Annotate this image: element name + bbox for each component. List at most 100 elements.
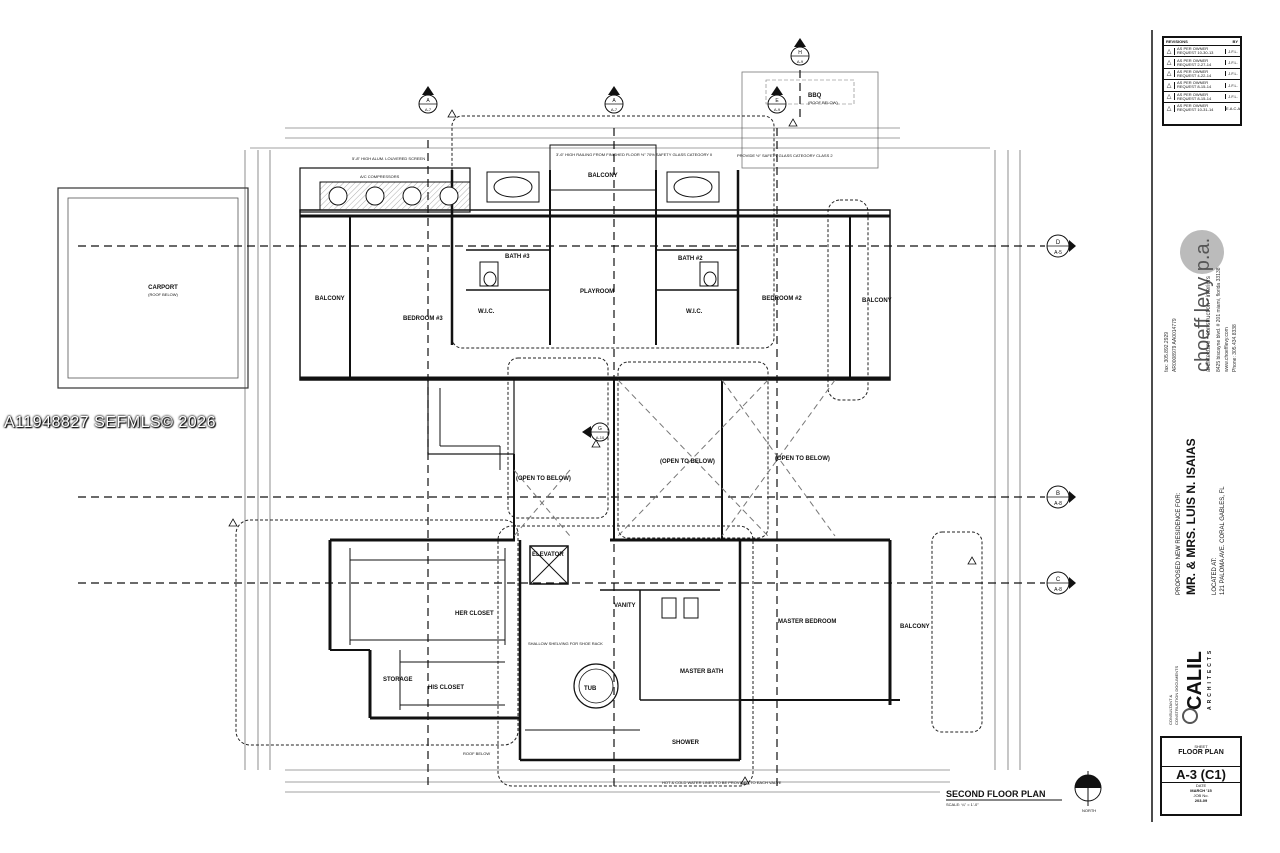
bedroom2-label: BEDROOM #2 — [762, 296, 802, 302]
section-mark-1: A A-7 — [418, 86, 438, 114]
revision-desc: AS PER OWNER REQUEST 8-15-14 — [1177, 80, 1212, 90]
revisions-table: REVISIONS BY △AS PER OWNER REQUEST 10-30… — [1162, 36, 1242, 126]
client-name: MR. & MRS. LUIS N. ISAIAS — [1184, 438, 1198, 595]
section-mark-1-sheet: A-7 — [425, 107, 432, 112]
balcony-w-label: BALCONY — [315, 296, 345, 302]
firm-fax: fax: 305.892.2929 — [1164, 331, 1170, 372]
carport: CARPORT (ROOF BELOW) — [57, 187, 249, 389]
railing-note: 3'-6" HIGH RAILING FROM FINISHED FLOOR ½… — [556, 152, 712, 157]
plan-title: SECOND FLOOR PLAN — [946, 789, 1046, 799]
her-closet-label: HER CLOSET — [455, 611, 494, 617]
section-mark-1-label: A — [426, 98, 430, 104]
revisions-header-label: REVISIONS — [1166, 39, 1188, 44]
consultant-block: CONSULTANT & CONSTRUCTION DOCUMENTS CALI… — [1162, 610, 1242, 730]
ac-compressors: A/C COMPRESSORS 5'-8" HIGH ALUM. LOUVERE… — [319, 156, 471, 211]
section-mark-3-label: E — [775, 98, 779, 104]
revision-desc: AS PER OWNER REQUEST 10-30-13 — [1177, 46, 1214, 56]
section-mark-5-label: G — [598, 426, 602, 432]
master-bath-label: MASTER BATH — [680, 669, 723, 675]
open-below-3: (OPEN TO BELOW) — [516, 476, 571, 482]
bbq-note: (ROOF BELOW) — [808, 100, 838, 105]
firm-phone: Phone: 305.434.8338 — [1232, 324, 1238, 372]
revision-by: E.A.C.A. — [1225, 105, 1242, 111]
revisions-by-header: BY — [1232, 39, 1238, 44]
revision-by: J.F.L. — [1225, 94, 1240, 100]
tubs-upper — [479, 171, 720, 287]
section-mark-5: G A-10 — [582, 422, 610, 442]
grid-bubble-b: B A-8 — [1046, 485, 1076, 509]
shallow-note: SHALLOW SHELVING FOR SHOE RACK — [528, 641, 603, 646]
master-tub — [573, 597, 699, 709]
project-block: PROPOSED NEW RESIDENCE FOR: MR. & MRS. L… — [1162, 390, 1242, 600]
revision-by: J.F.L. — [1225, 82, 1240, 88]
section-mark-2: A A-7 — [604, 86, 624, 114]
safety-glass-note: PROVIDE ½" SAFETY GLASS CATEGORY CLASS 2 — [737, 153, 833, 158]
firm-license: AR0008979 AA0014779 — [1172, 318, 1178, 372]
cold-water-note: HOT & COLD WATER LINES TO BE PROVIDED TO… — [662, 780, 782, 785]
shower-label: SHOWER — [672, 740, 700, 746]
section-mark-2-sheet: A-7 — [611, 107, 618, 112]
job-label: JOB No. — [1193, 793, 1209, 798]
grid-bubble-c-sheet: A-8 — [1054, 587, 1062, 593]
revision-desc: AS PER OWNER REQUEST 4-22-14 — [1177, 68, 1212, 78]
revisions-header: REVISIONS BY — [1164, 38, 1240, 46]
project-label: PROPOSED NEW RESIDENCE FOR: — [1176, 492, 1182, 595]
balcony-e-label: BALCONY — [862, 298, 892, 304]
grid-lines — [78, 70, 1045, 790]
section-mark-4-label: H — [798, 50, 802, 56]
ac-label: A/C COMPRESSORS — [360, 174, 400, 179]
consultant-logo-icon — [1182, 708, 1198, 724]
job-number: 203-09 — [1194, 798, 1208, 803]
grid-bubble-b-sheet: A-8 — [1054, 501, 1062, 507]
consultant-sub: ARCHITECTS — [1207, 647, 1213, 710]
playroom-label: PLAYROOM — [580, 289, 614, 295]
bbq-label: BBQ — [808, 93, 822, 99]
tub-label: TUB — [584, 686, 597, 692]
wic-left-label: W.I.C. — [478, 309, 495, 315]
revision-desc: AS PER OWNER REQUEST 10-31-14 — [1177, 103, 1214, 113]
open-below-1: (OPEN TO BELOW) — [660, 459, 715, 465]
balcony-top-label: BALCONY — [588, 173, 618, 179]
middle-core — [427, 377, 836, 540]
section-mark-3: E A-9 — [767, 86, 787, 114]
section-mark-4-sheet: A-9 — [797, 59, 804, 64]
delta-icon: △ — [1164, 47, 1175, 55]
listing-watermark: A11948827 SEFMLS© 2026 — [4, 414, 216, 431]
bath3-label: BATH #3 — [505, 254, 530, 260]
grid-bubble-d-sheet: A-5 — [1054, 250, 1062, 256]
sheet-label: SHEET — [1194, 744, 1208, 749]
delta-icon: △ — [1164, 81, 1175, 89]
section-mark-4: H A-9 — [790, 38, 810, 66]
date-label: DATE — [1195, 783, 1207, 788]
vanity-label: VANITY — [614, 603, 636, 609]
balcony-master-label: BALCONY — [900, 624, 930, 630]
firm-tagline: architecture • construction • interiors — [1206, 276, 1212, 372]
master-bedroom-label: MASTER BEDROOM — [778, 619, 836, 625]
grid-bubble-b-label: B — [1056, 491, 1060, 497]
bath2-label: BATH #2 — [678, 256, 703, 262]
section-mark-5-sheet: A-10 — [596, 435, 605, 440]
wic-right-label: W.I.C. — [686, 309, 703, 315]
delta-icon: △ — [1164, 104, 1175, 112]
revision-by: J.F.L. — [1225, 71, 1240, 77]
grid-bubble-d: D A-5 — [1046, 234, 1076, 258]
sheet-box: SHEET FLOOR PLAN A-3 (C1) DATE MARCH '15… — [1160, 736, 1242, 816]
firm-web: www.choefflevy.com — [1224, 327, 1230, 372]
delta-icon: △ — [1164, 93, 1175, 101]
revision-row: △AS PER OWNER REQUEST 10-31-14 E.A.C.A. — [1164, 103, 1242, 113]
sheet-number: A-3 (C1) — [1162, 766, 1240, 783]
revision-clouds — [235, 115, 983, 787]
revision-desc: AS PER OWNER REQUEST 2-27-14 — [1177, 57, 1212, 67]
roof-below-label: ROOF BELOW — [463, 751, 490, 756]
grid-bubble-c: C A-8 — [1046, 571, 1076, 595]
firm-logo-icon — [1180, 230, 1224, 274]
section-mark-3-sheet: A-9 — [774, 107, 781, 112]
carport-label: CARPORT — [148, 285, 178, 291]
lower-wing-walls — [328, 538, 900, 762]
louvered-note: 5'-8" HIGH ALUM. LOUVERED SCREEN — [352, 156, 425, 161]
